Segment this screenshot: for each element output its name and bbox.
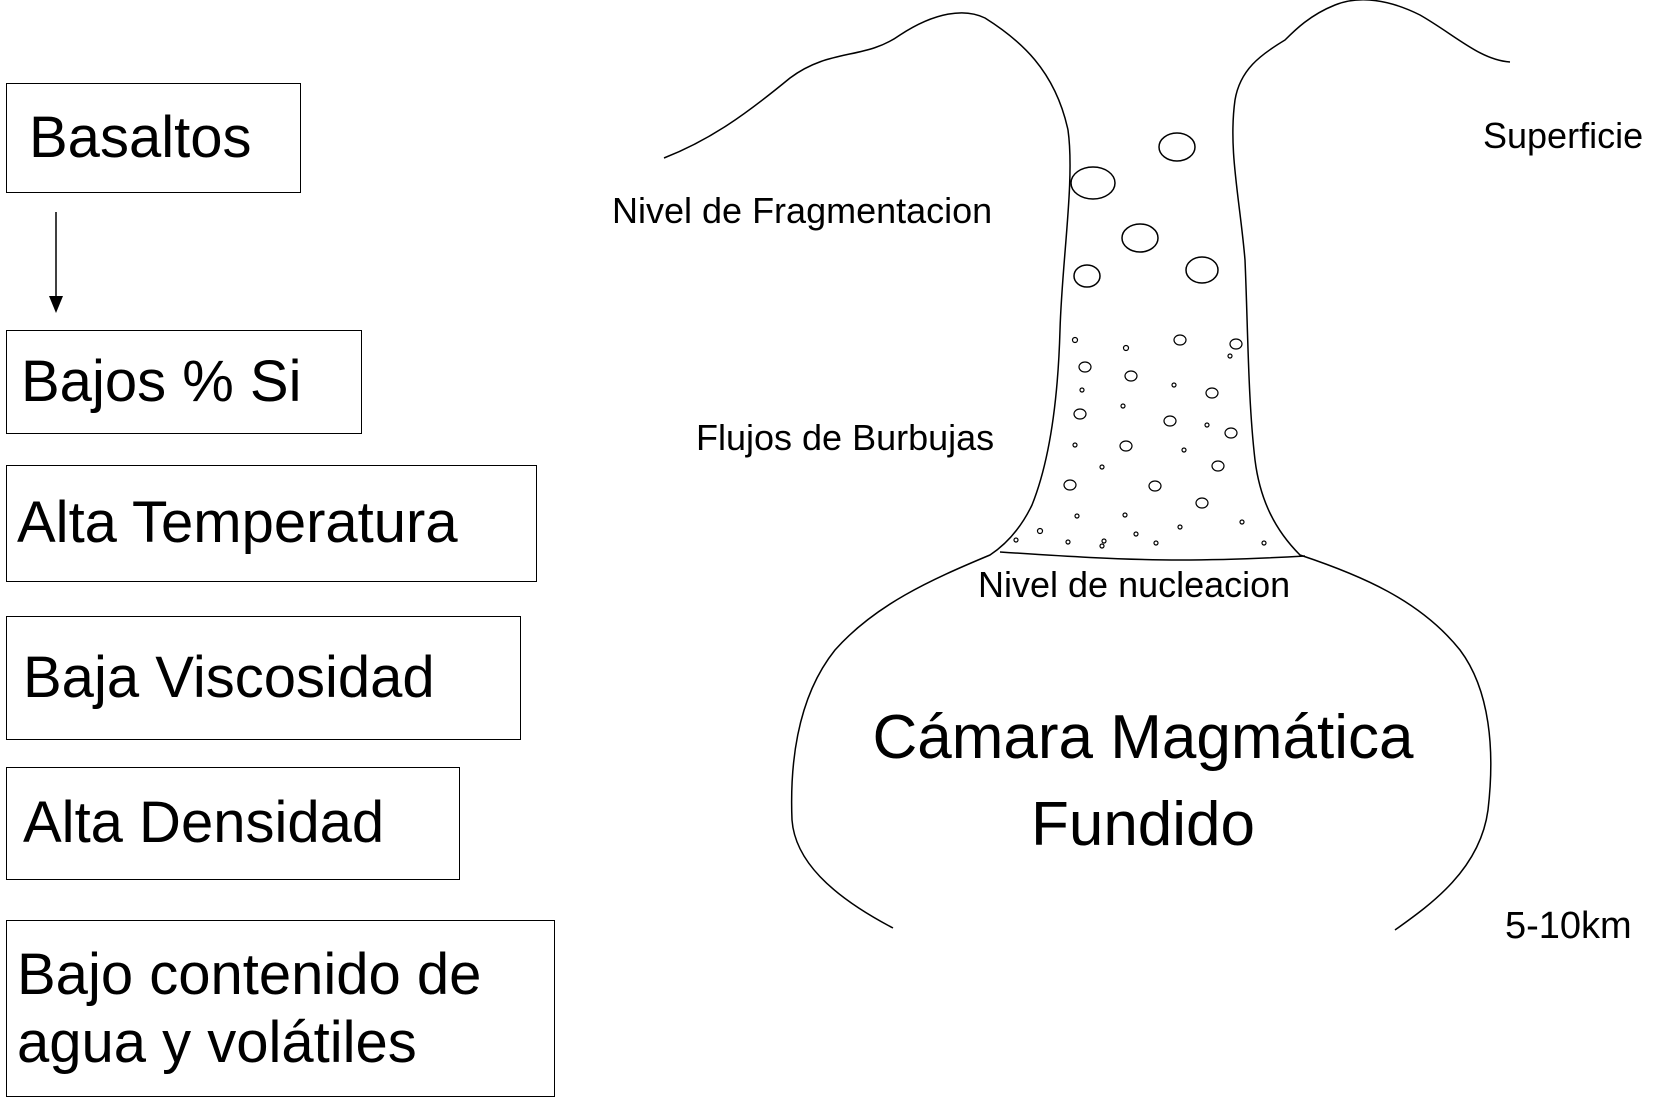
- burbujas-label: Flujos de Burbujas: [696, 417, 994, 458]
- large-bubble: [1121, 223, 1159, 253]
- small-bubble: [1181, 447, 1187, 453]
- fundido-label: Fundido: [1031, 790, 1255, 859]
- bajo-contenido-agua-box: Bajo contenido de agua y volátiles: [6, 920, 555, 1097]
- small-bubble: [1119, 440, 1133, 452]
- baja-viscosidad-label: Baja Viscosidad: [23, 644, 435, 710]
- nucleation-level-line: [999, 551, 1306, 561]
- small-bubble: [1227, 353, 1233, 359]
- small-bubble: [1122, 344, 1130, 352]
- large-bubble: [1185, 256, 1219, 284]
- basaltos-label: Basaltos: [29, 104, 252, 170]
- small-bubble: [1204, 422, 1210, 428]
- surface-outline-left: [663, 12, 1071, 929]
- small-bubble: [1124, 370, 1138, 382]
- large-bubble: [1158, 132, 1196, 162]
- large-bubble: [1070, 166, 1116, 200]
- alta-densidad-label: Alta Densidad: [23, 790, 385, 856]
- small-bubble: [1261, 540, 1267, 546]
- small-bubble: [1073, 408, 1087, 420]
- small-bubble: [1036, 527, 1044, 535]
- superficie-label: Superficie: [1483, 115, 1643, 156]
- small-bubble: [1148, 480, 1162, 492]
- small-bubble: [1099, 464, 1105, 470]
- small-bubble: [1013, 537, 1019, 543]
- bajos-si-box: Bajos % Si: [6, 330, 362, 434]
- basaltos-box: Basaltos: [6, 83, 301, 193]
- small-bubble: [1224, 427, 1238, 439]
- small-bubble: [1099, 543, 1105, 549]
- small-bubble: [1171, 382, 1177, 388]
- small-bubble: [1074, 513, 1080, 519]
- small-bubble: [1229, 338, 1243, 350]
- baja-viscosidad-box: Baja Viscosidad: [6, 616, 521, 740]
- small-bubble: [1079, 387, 1085, 393]
- large-bubble: [1073, 264, 1101, 288]
- bajos-si-label: Bajos % Si: [21, 348, 302, 414]
- alta-densidad-box: Alta Densidad: [6, 767, 460, 880]
- small-bubble: [1153, 540, 1159, 546]
- small-bubble: [1120, 403, 1126, 409]
- camara-title: Cámara Magmática: [873, 703, 1414, 772]
- small-bubble: [1163, 415, 1177, 427]
- surface-outline-right: [1232, 0, 1511, 931]
- small-bubble: [1173, 334, 1187, 346]
- small-bubble: [1177, 524, 1183, 530]
- alta-temperatura-label: Alta Temperatura: [17, 490, 458, 556]
- down-arrow: [49, 212, 63, 313]
- small-bubble: [1072, 442, 1078, 448]
- alta-temperatura-box: Alta Temperatura: [6, 465, 537, 582]
- small-bubble: [1101, 538, 1107, 544]
- small-bubble: [1063, 479, 1077, 491]
- small-bubble: [1195, 497, 1209, 509]
- small-bubble: [1065, 539, 1071, 545]
- large-bubbles: [1070, 132, 1219, 288]
- profundidad-label: 5-10km: [1505, 905, 1632, 947]
- small-bubbles: [1013, 334, 1267, 549]
- small-bubble: [1205, 387, 1219, 399]
- small-bubble: [1133, 531, 1139, 537]
- small-bubble: [1211, 460, 1225, 472]
- small-bubble: [1071, 336, 1079, 344]
- small-bubble: [1078, 361, 1092, 373]
- small-bubble: [1239, 519, 1245, 525]
- nucleacion-label: Nivel de nucleacion: [978, 564, 1290, 605]
- fragmentacion-label: Nivel de Fragmentacion: [612, 190, 992, 231]
- bajo-contenido-agua-label: Bajo contenido de agua y volátiles: [17, 941, 482, 1075]
- small-bubble: [1122, 512, 1128, 518]
